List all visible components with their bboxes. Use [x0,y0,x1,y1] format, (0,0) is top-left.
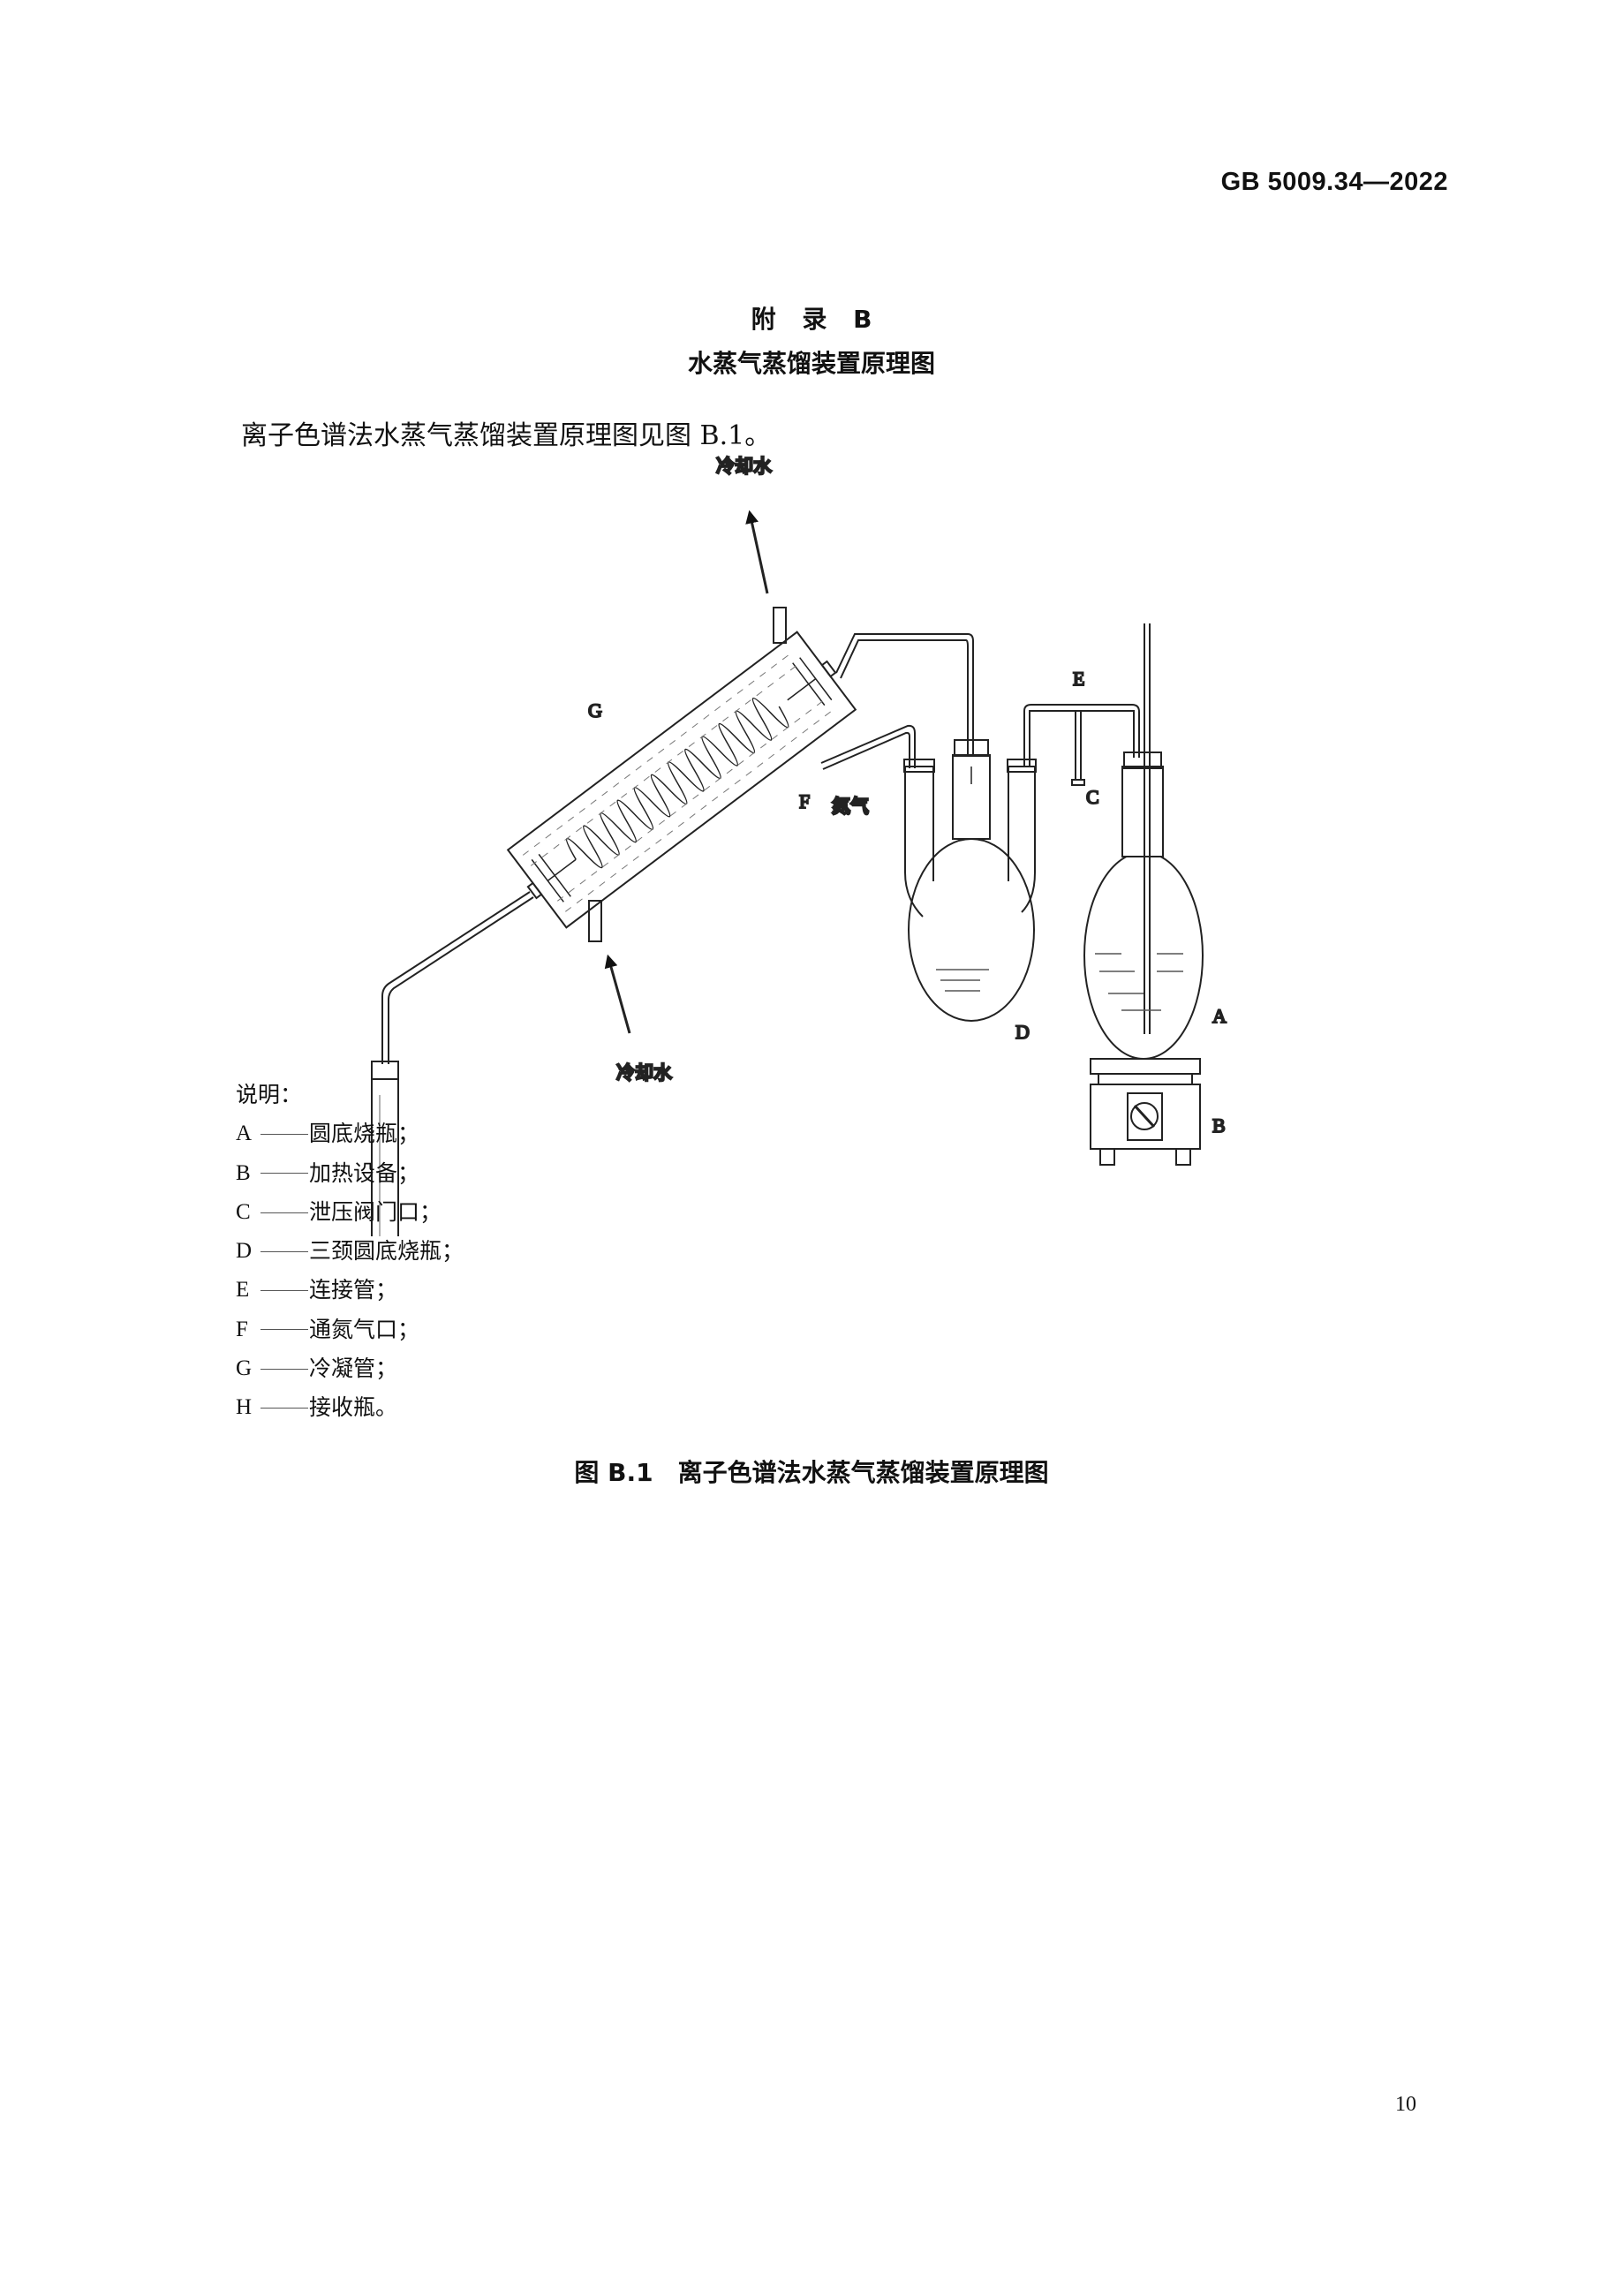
note-key: A [236,1122,253,1146]
delivery-tube [381,891,531,1064]
figure-caption: 图 B.1 离子色谱法水蒸气蒸馏装置原理图 [0,1454,1623,1489]
cooling-water-out-label: 冷却水 [716,456,773,477]
note-key: E [236,1278,250,1303]
note-text: 通氮气口； [309,1316,420,1342]
label-d: D [1015,1021,1030,1043]
label-g: G [588,699,602,721]
thermometer-tube [1144,623,1151,1034]
water-inlet-nozzle [588,900,602,942]
distillation-apparatus-diagram: 冷却水 冷却水 氮气 G F E C D A B H [371,455,1227,1236]
condenser [506,631,857,929]
note-key: H [236,1395,253,1420]
note-key: F [236,1317,248,1341]
three-neck-flask [908,838,1035,1022]
note-key: C [236,1199,251,1224]
cooling-water-in-label: 冷却水 [616,1062,673,1084]
receiver-tube [371,1078,399,1236]
note-key: D [236,1239,253,1264]
label-f: F [799,790,810,812]
note-text: 连接管； [309,1277,398,1303]
note-item: G 冷凝管； [236,1349,464,1388]
note-text: 冷凝管； [309,1356,398,1382]
heater-dial-icon [1127,1092,1163,1141]
intro-paragraph: 离子色谱法水蒸气蒸馏装置原理图见图 B.1。 [241,420,772,451]
note-item: H 接收瓶。 [236,1388,464,1427]
relief-valve [1071,711,1085,786]
note-key: G [236,1356,253,1381]
note-item: D 三颈圆底烧瓶； [236,1232,464,1271]
note-item: C 泄压阀门口； [236,1193,464,1232]
note-item: F 通氮气口； [236,1310,464,1349]
label-c: C [1086,786,1099,808]
note-item: B 加热设备； [236,1154,464,1193]
note-item: E 连接管； [236,1271,464,1310]
heater [1090,1058,1201,1166]
page-number: 10 [1395,2093,1416,2116]
note-text: 圆底烧瓶； [309,1121,420,1147]
figure-number: 图 B.1 [574,1458,653,1487]
water-out-arrow-icon [745,510,769,594]
note-text: 泄压阀门口； [309,1198,442,1225]
connecting-tube [1023,704,1140,767]
note-text: 三颈圆底烧瓶； [309,1238,464,1265]
water-in-arrow-icon [604,954,631,1034]
note-text: 加热设备； [309,1159,420,1186]
nitrogen-inlet-tube [820,724,916,768]
vapor-tube [835,633,974,767]
standard-number: GB 5009.34—2022 [1220,168,1448,196]
note-key: B [236,1160,251,1185]
appendix-label: 附 录 B [751,305,872,334]
legend-notes: 说明： A 圆底烧瓶； B 加热设备； C 泄压阀门口； D 三颈圆底烧瓶； E 连接管；… [236,1076,464,1428]
figure-title: 离子色谱法水蒸气蒸馏装置原理图 [677,1458,1049,1487]
water-outlet-nozzle [773,607,787,644]
note-text: 接收瓶。 [309,1394,398,1421]
label-a: A [1212,1005,1227,1027]
label-e: E [1073,668,1084,690]
notes-heading: 说明： [236,1082,303,1107]
nitrogen-label: 氮气 [832,796,869,817]
appendix-title: 水蒸气蒸馏装置原理图 [687,349,935,378]
label-b: B [1212,1114,1226,1137]
note-item: A 圆底烧瓶； [236,1114,464,1153]
